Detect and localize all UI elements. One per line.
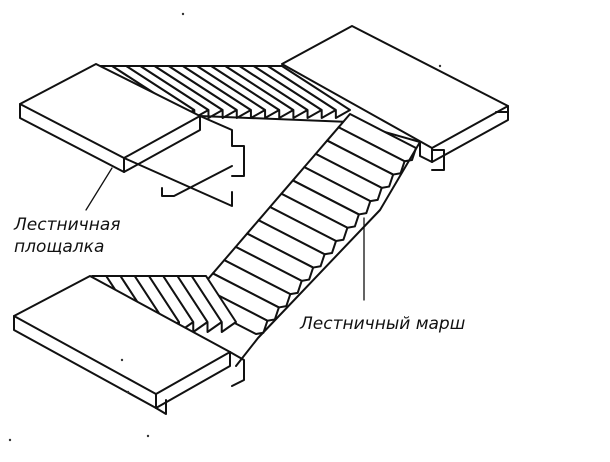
middle-flight-step [211, 259, 292, 309]
middle-flight-step [326, 126, 406, 176]
upper-flight-step [153, 65, 238, 119]
middle-flight-step [269, 192, 349, 242]
upper-flight-step [167, 65, 252, 119]
lower-flight-step [190, 275, 237, 333]
middle-flight-step [257, 206, 337, 256]
top-left-landing [19, 63, 245, 207]
lower-flight-step [176, 275, 223, 333]
middle-flight-step [291, 166, 372, 216]
middle-flight [189, 113, 421, 367]
middle-flight-step [280, 179, 360, 229]
upper-flight-step [252, 65, 337, 119]
middle-flight-stringer [235, 141, 421, 367]
upper-flight-step [266, 65, 351, 119]
bottom-landing [13, 275, 245, 415]
middle-flight-step [314, 139, 395, 189]
landing-label-line2: площалка [14, 237, 105, 257]
upper-flight-step [210, 65, 295, 119]
middle-flight-step [303, 152, 383, 203]
upper-flight-step [181, 65, 267, 119]
lower-flight-step [162, 275, 209, 333]
upper-flight-step [125, 65, 210, 119]
middle-flight-step [223, 245, 303, 296]
upper-flight-step [238, 65, 323, 119]
upper-flight-step [224, 65, 309, 119]
upper-flight-step [139, 65, 224, 119]
landing-label: Лестничная площалка [14, 214, 120, 258]
middle-flight-step [246, 219, 326, 269]
upper-flight [97, 65, 421, 143]
top-right-landing [281, 25, 509, 171]
upper-flight-step [196, 65, 281, 119]
landing-leader-line [85, 167, 113, 211]
scan-specks [8, 12, 442, 442]
flight-label: Лестничный марш [300, 314, 466, 334]
lower-flight-step [148, 275, 195, 333]
landing-label-line1: Лестничная [14, 215, 121, 235]
middle-flight-step [234, 232, 315, 282]
